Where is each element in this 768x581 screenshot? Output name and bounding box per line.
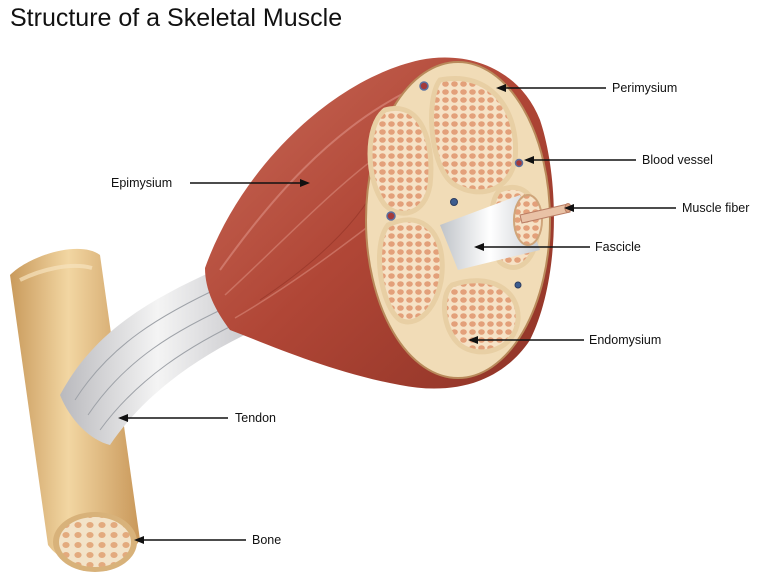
label-endomysium: Endomysium <box>589 333 661 347</box>
label-bone: Bone <box>252 533 281 547</box>
label-epimysium: Epimysium <box>111 176 172 190</box>
tendon <box>60 270 255 445</box>
label-fascicle: Fascicle <box>595 240 641 254</box>
label-muscle-fiber: Muscle fiber <box>682 201 749 215</box>
cross-section <box>365 61 572 379</box>
blood-vessels <box>386 81 524 289</box>
label-perimysium: Perimysium <box>612 81 677 95</box>
pointer-arrows <box>118 84 676 544</box>
label-blood-vessel: Blood vessel <box>642 153 713 167</box>
label-tendon: Tendon <box>235 411 276 425</box>
diagram-title: Structure of a Skeletal Muscle <box>10 4 343 32</box>
